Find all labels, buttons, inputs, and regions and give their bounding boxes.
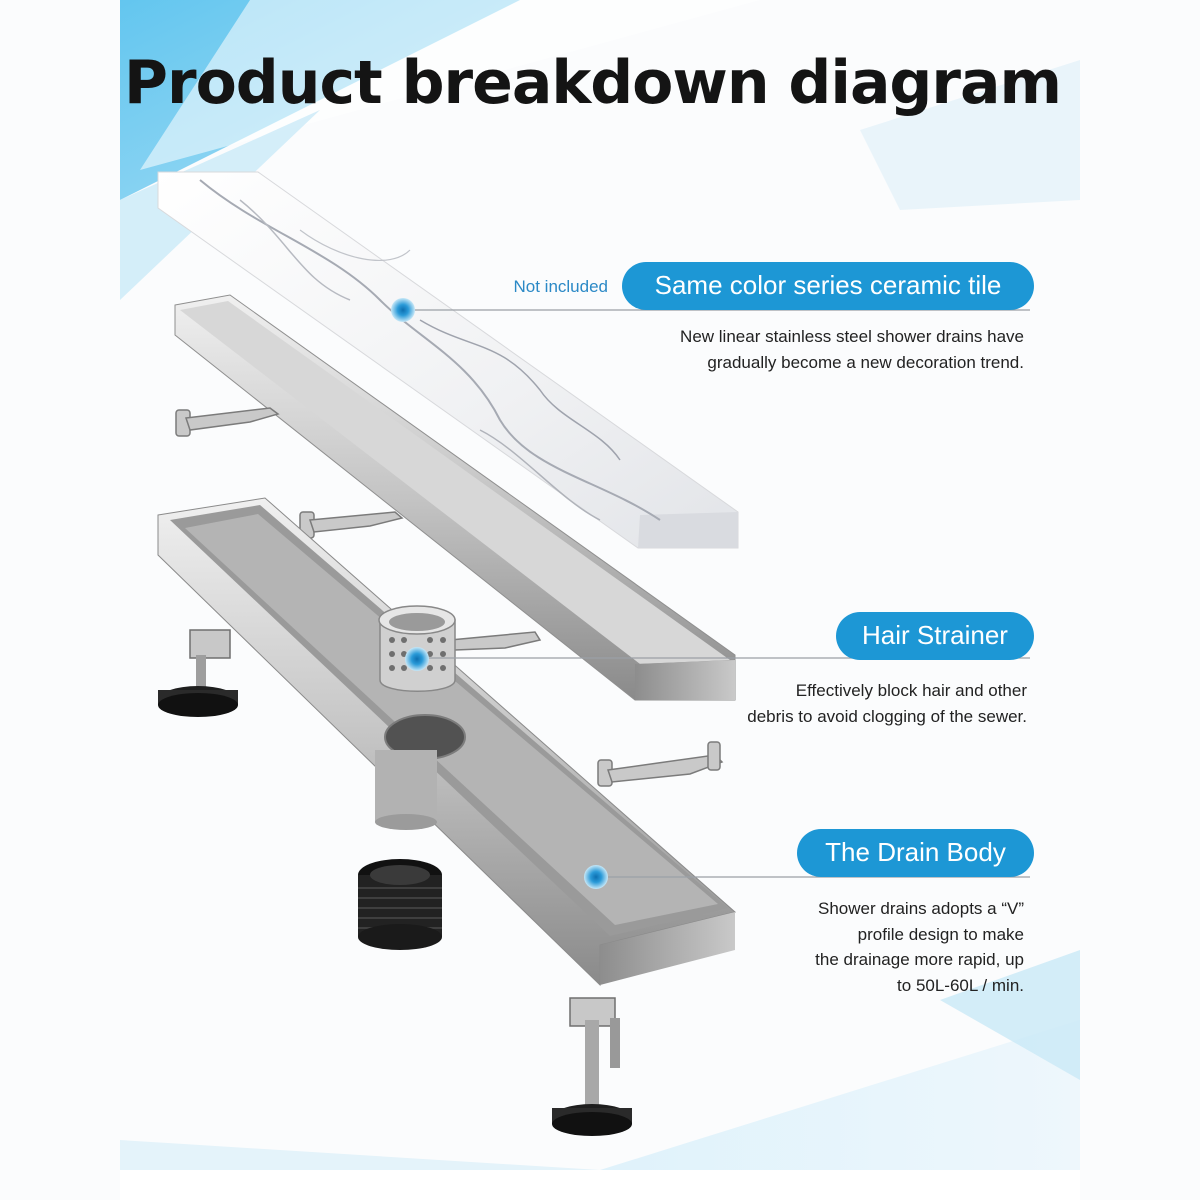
tile-tray — [174, 294, 736, 701]
strainer-label-pill: Hair Strainer — [836, 612, 1034, 660]
leveling-brackets — [175, 407, 724, 787]
leveling-foot-right — [552, 997, 632, 1136]
drain-body-description-line: to 50L-60L / min. — [897, 975, 1024, 995]
page-title: Product breakdown diagram — [124, 48, 1062, 118]
drain-body-description: Shower drains adopts a “V” profile desig… — [815, 896, 1024, 998]
drain-outlet — [358, 859, 442, 950]
drain-body-description-line: the drainage more rapid, up — [815, 950, 1024, 969]
strainer-callout-dot — [405, 647, 429, 671]
tile-description: New linear stainless steel shower drains… — [680, 324, 1024, 375]
leveling-foot-left — [158, 629, 238, 717]
tile-description-line: New linear stainless steel shower drains… — [680, 327, 1024, 346]
tile-callout-dot — [391, 298, 415, 322]
tile-label-pill: Same color series ceramic tile — [622, 262, 1034, 310]
ceramic-tile — [157, 171, 739, 549]
tile-description-line: gradually become a new decoration trend. — [707, 352, 1024, 372]
drain-body-description-line: profile design to make — [857, 924, 1024, 944]
drain-body-callout-dot — [584, 865, 608, 889]
not-included-note: Not included — [513, 277, 608, 296]
drain-body-label-pill: The Drain Body — [797, 829, 1034, 877]
strainer-description: Effectively block hair and other debris … — [747, 678, 1027, 729]
drain-body — [157, 497, 737, 987]
strainer-description-line: debris to avoid clogging of the sewer. — [747, 706, 1027, 726]
drain-body-description-line: Shower drains adopts a “V” — [818, 899, 1024, 918]
strainer-description-line: Effectively block hair and other — [795, 681, 1027, 700]
